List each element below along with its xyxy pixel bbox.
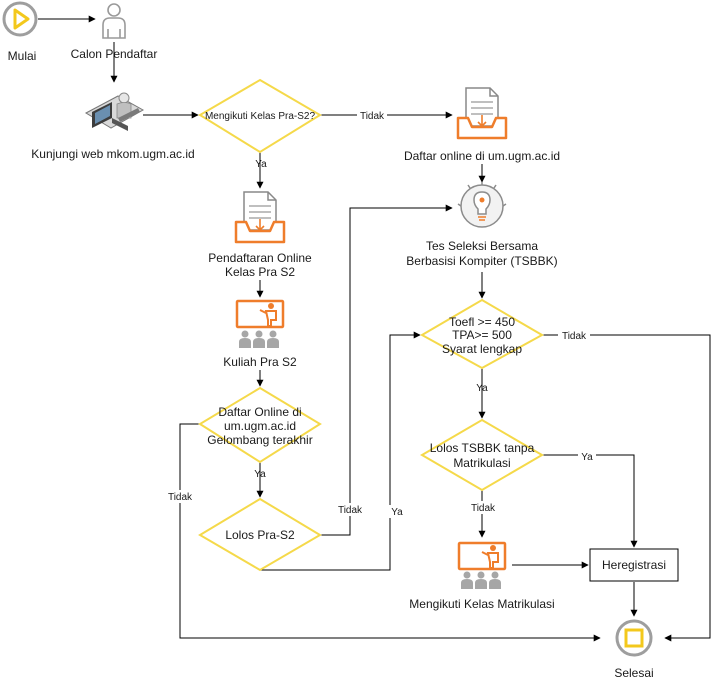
document-tray-icon	[234, 191, 286, 244]
lightbulb-gear-icon	[457, 182, 507, 228]
edge-labels: Tidak Ya Tidak Ya Tidak Ya Tidak Ya Ya T…	[165, 109, 596, 518]
edge-label-q5-tidak: Tidak	[338, 505, 363, 516]
edge-label-q4-ya: Ya	[581, 452, 593, 463]
daftar-online-label: Daftar online di um.ugm.ac.id	[404, 149, 560, 163]
pendaftaran-label-1: Pendaftaran Online	[208, 251, 312, 265]
decision-lolos-tsbbk-label-2: Matrikulasi	[453, 456, 510, 470]
end-node: Selesai	[614, 619, 654, 680]
daftar-online-node: Daftar online di um.ugm.ac.id	[404, 87, 560, 163]
classroom-icon	[457, 541, 507, 589]
edge-label-q1-tidak: Tidak	[360, 111, 385, 122]
stop-icon	[615, 619, 653, 657]
edge-label-q1-ya: Ya	[255, 159, 267, 170]
tsbbk-node: Tes Seleksi Bersama Berbasisi Kompiter (…	[406, 182, 558, 268]
visit-web-node: Kunjungi web mkom.ugm.ac.id	[31, 92, 195, 161]
decision-toefl: Toefl >= 450 TPA>= 500 Syarat lengkap	[419, 298, 545, 370]
tsbbk-label-2: Berbasisi Kompiter (TSBBK)	[406, 254, 557, 268]
matrikulasi-node: Mengikuti Kelas Matrikulasi	[409, 541, 555, 611]
tsbbk-label-1: Tes Seleksi Bersama	[426, 239, 538, 253]
decision-gelombang-label-3: Gelombang terakhir	[207, 433, 312, 447]
applicant-node: Calon Pendaftar	[71, 3, 158, 61]
edge-label-q3-tidak: Tidak	[168, 492, 193, 503]
visit-web-label: Kunjungi web mkom.ugm.ac.id	[31, 147, 194, 161]
decision-pras2-label: Mengikuti Kelas Pra-S2?	[205, 111, 315, 122]
heregistrasi-node: Heregistrasi	[589, 548, 679, 582]
edge-label-q2-tidak: Tidak	[562, 331, 587, 342]
edge-q4-ya	[542, 454, 638, 548]
decision-lolos-pras2-label: Lolos Pra-S2	[225, 528, 295, 542]
edge-q5-tidak	[320, 204, 453, 536]
start-label: Mulai	[8, 49, 37, 63]
heregistrasi-label: Heregistrasi	[602, 558, 666, 572]
decision-gelombang-label-1: Daftar Online di	[218, 405, 301, 419]
decision-toefl-label-2: TPA>= 500	[452, 328, 512, 342]
start-node: Mulai	[2, 1, 38, 63]
decision-lolos-tsbbk: Lolos TSBBK tanpa Matrikulasi	[420, 418, 544, 492]
decision-lolos-tsbbk-label-1: Lolos TSBBK tanpa	[430, 441, 535, 455]
end-label: Selesai	[614, 666, 653, 680]
edge-label-q3-ya: Ya	[254, 469, 266, 480]
decision-lolos-pras2: Lolos Pra-S2	[198, 497, 322, 572]
edge-q5-ya	[260, 331, 421, 571]
pendaftaran-node: Pendaftaran Online Kelas Pra S2	[208, 191, 312, 279]
pendaftaran-label-2: Kelas Pra S2	[225, 265, 295, 279]
decision-pras2: Mengikuti Kelas Pra-S2?	[198, 78, 322, 154]
edge-q2-tidak	[542, 334, 711, 642]
matrikulasi-label: Mengikuti Kelas Matrikulasi	[409, 597, 554, 611]
decision-toefl-label-1: Toefl >= 450	[449, 315, 515, 329]
document-tray-icon	[456, 87, 508, 140]
edge-label-q4-tidak: Tidak	[471, 503, 496, 514]
decision-gelombang: Daftar Online di um.ugm.ac.id Gelombang …	[198, 386, 322, 464]
decision-gelombang-label-2: um.ugm.ac.id	[224, 419, 296, 433]
kuliah-label: Kuliah Pra S2	[223, 355, 297, 369]
edge-label-q2-ya: Ya	[476, 383, 488, 394]
edge-q3-tidak	[179, 423, 601, 642]
decision-toefl-label-3: Syarat lengkap	[442, 342, 522, 356]
computer-user-icon	[84, 92, 145, 131]
applicant-label: Calon Pendaftar	[71, 47, 158, 61]
person-icon	[102, 3, 126, 39]
kuliah-node: Kuliah Pra S2	[223, 299, 297, 369]
play-icon	[2, 1, 38, 37]
edge-label-q5-ya: Ya	[391, 507, 403, 518]
classroom-icon	[235, 299, 285, 348]
